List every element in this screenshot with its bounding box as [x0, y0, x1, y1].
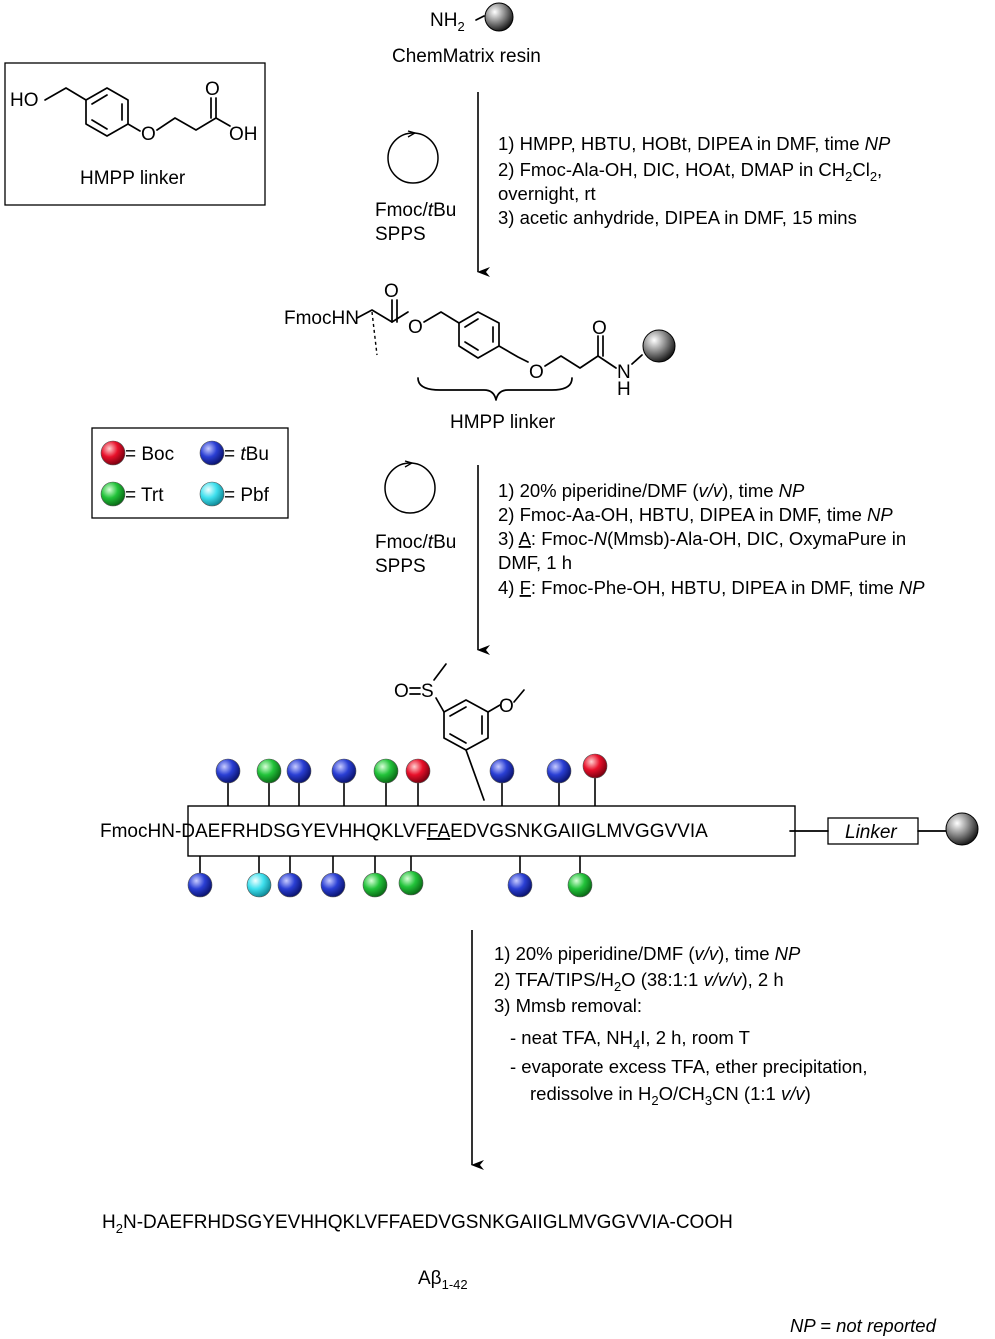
legend-trt: = Trt	[125, 485, 164, 506]
hmpp-box-label: HMPP linker	[80, 168, 186, 189]
spps-label-1: Fmoc/tBu	[375, 200, 456, 221]
step1-line3: overnight, rt	[498, 183, 596, 204]
spps-label-1b: SPPS	[375, 224, 426, 245]
tbu-ball-icon	[215, 758, 241, 784]
step3-line4: - neat TFA, NH4I, 2 h, room T	[510, 1027, 750, 1052]
step2-line4: DMF, 1 h	[498, 552, 572, 573]
resin-nh2-label: NH2	[430, 10, 465, 34]
resin-start: NH2 ChemMatrix resin	[392, 2, 541, 67]
trt-ball-icon	[100, 481, 126, 507]
cycle-icon	[387, 132, 439, 184]
tbu-ball-icon	[546, 758, 572, 784]
step2-line5: 4) F: Fmoc-Phe-OH, HBTU, DIPEA in DMF, t…	[498, 577, 925, 598]
cycle-icon	[384, 462, 436, 514]
tbu-ball-icon	[331, 758, 357, 784]
linker-label: Linker	[845, 822, 897, 843]
step3-line1: 1) 20% piperidine/DMF (v/v), time NP	[494, 943, 801, 964]
step1-line1: 1) HMPP, HBTU, HOBt, DIPEA in DMF, time …	[498, 133, 891, 154]
step3-line5: - evaporate excess TFA, ether precipitat…	[510, 1056, 868, 1077]
step2-line3: 3) A: Fmoc-N(Mmsb)-Ala-OH, DIC, OxymaPur…	[498, 528, 906, 549]
boc-ball-icon	[405, 758, 431, 784]
footnote: NP = not reported	[790, 1315, 937, 1336]
trt-ball-icon	[256, 758, 282, 784]
spps-cycle-1: Fmoc/tBu SPPS	[375, 130, 456, 245]
trt-ball-icon	[567, 872, 593, 898]
spps-label-2: Fmoc/tBu	[375, 532, 456, 553]
step3-line6: redissolve in H2O/CH3CN (1:1 v/v)	[530, 1083, 811, 1108]
pbf-ball-icon	[199, 481, 225, 507]
mmsb-o-label: O	[394, 681, 409, 702]
tbu-ball-icon	[320, 872, 346, 898]
ester-o: O	[408, 317, 423, 338]
ester-carbonyl-o: O	[384, 281, 399, 302]
step2-line2: 2) Fmoc-Aa-OH, HBTU, DIPEA in DMF, time …	[498, 504, 893, 525]
resin-bead-icon	[484, 2, 514, 32]
tbu-ball-icon	[277, 872, 303, 898]
mmsb-group: O S O	[394, 663, 525, 801]
protecting-group-legend: = Boc = tBu = Trt = Pbf	[91, 427, 289, 519]
amide-carbonyl-o: O	[592, 318, 607, 339]
linker-brace	[417, 377, 573, 401]
hmpp-oh-label: OH	[229, 124, 258, 145]
tbu-ball-icon	[489, 758, 515, 784]
hmpp-carbonyl-o: O	[205, 79, 220, 100]
boc-ball-icon	[100, 440, 126, 466]
spps-cycle-2: Fmoc/tBu SPPS	[375, 460, 456, 577]
product-name: Aβ1-42	[418, 1268, 468, 1292]
peptide-sequence: FmocHN-DAEFRHDSGYEVHHQKLVFFAEDVGSNKGAIIG…	[100, 821, 708, 842]
bottom-protecting-groups	[187, 856, 593, 898]
hmpp-ho-label: HO	[10, 90, 39, 111]
spps-label-2b: SPPS	[375, 556, 426, 577]
step1-line4: 3) acetic anhydride, DIPEA in DMF, 15 mi…	[498, 207, 857, 228]
resin-bead-icon	[945, 812, 979, 846]
boc-ball-icon	[582, 753, 608, 779]
amide-n: N	[617, 362, 631, 383]
mmsb-s-label: S	[421, 681, 434, 702]
trt-ball-icon	[398, 870, 424, 896]
tbu-ball-icon	[507, 872, 533, 898]
tbu-ball-icon	[199, 440, 225, 466]
step1-conditions: 1) HMPP, HBTU, HOBt, DIPEA in DMF, time …	[498, 133, 891, 228]
product-sequence: H2N-DAEFRHDSGYEVHHQKLVFFAEDVGSNKGAIIGLMV…	[102, 1212, 733, 1236]
legend-boc: = Boc	[125, 444, 174, 465]
step3-line2: 2) TFA/TIPS/H2O (38:1:1 v/v/v), 2 h	[494, 969, 784, 994]
hmpp-ether-o: O	[141, 124, 156, 145]
fmoc-ala-hmpp-resin: FmocHN O O O O N H HMPP linker	[284, 281, 676, 433]
trt-ball-icon	[362, 872, 388, 898]
final-product: H2N-DAEFRHDSGYEVHHQKLVFFAEDVGSNKGAIIGLMV…	[102, 1212, 733, 1292]
tbu-ball-icon	[286, 758, 312, 784]
top-protecting-groups	[215, 753, 608, 806]
legend-tbu: = tBu	[224, 444, 269, 465]
amide-h: H	[617, 379, 631, 400]
fmochn-label: FmocHN	[284, 308, 359, 329]
resin-bead-icon	[642, 329, 676, 363]
step3-line3: 3) Mmsb removal:	[494, 995, 642, 1016]
hmpp-linker-box: HO O O OH HMPP linker	[4, 62, 266, 206]
legend-pbf: = Pbf	[224, 485, 270, 506]
step2-line1: 1) 20% piperidine/DMF (v/v), time NP	[498, 480, 805, 501]
resin-label: ChemMatrix resin	[392, 46, 541, 67]
step2-conditions: 1) 20% piperidine/DMF (v/v), time NP 2) …	[498, 480, 925, 598]
phenol-ether-o: O	[529, 362, 544, 383]
pbf-ball-icon	[246, 872, 272, 898]
trt-ball-icon	[373, 758, 399, 784]
step1-line2: 2) Fmoc-Ala-OH, DIC, HOAt, DMAP in CH2Cl…	[498, 159, 882, 184]
step3-conditions: 1) 20% piperidine/DMF (v/v), time NP 2) …	[494, 943, 868, 1108]
tbu-ball-icon	[187, 872, 213, 898]
protected-peptide-resin: FmocHN-DAEFRHDSGYEVHHQKLVFFAEDVGSNKGAIIG…	[100, 753, 979, 898]
mmsb-ome-o: O	[499, 696, 514, 717]
intermediate-linker-label: HMPP linker	[450, 412, 556, 433]
